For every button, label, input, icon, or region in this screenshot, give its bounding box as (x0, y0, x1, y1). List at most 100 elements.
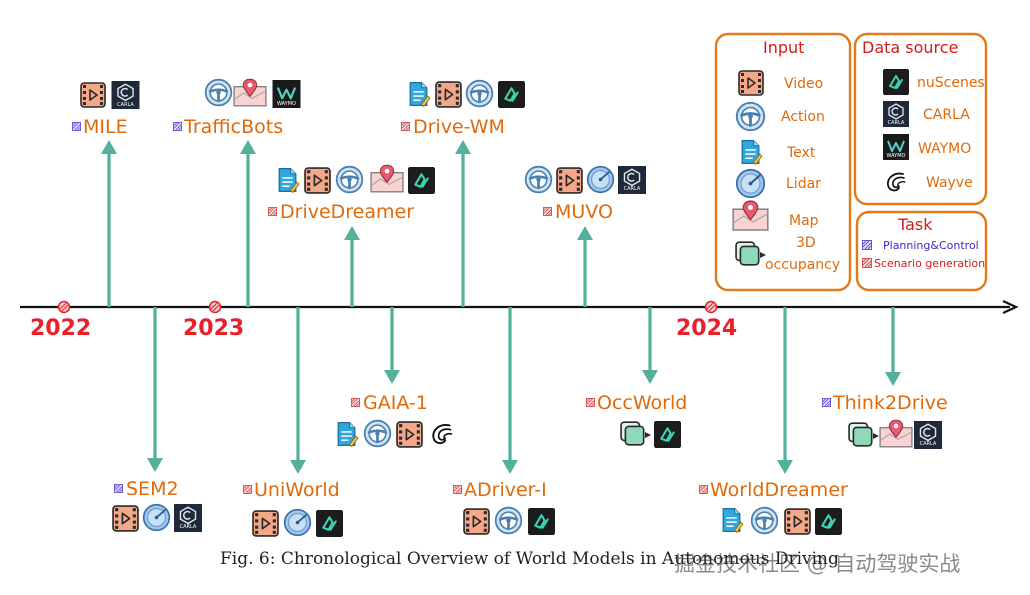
action-icon (465, 79, 494, 108)
wayve-icon (432, 423, 453, 445)
legend-scenario-label: Scenario generation (874, 257, 985, 270)
video-icon (396, 421, 423, 448)
video-icon (304, 167, 331, 194)
model-label-occworld: OccWorld (597, 392, 687, 414)
video-icon (80, 82, 106, 108)
model-label-muvo: MUVO (555, 201, 613, 223)
video-icon (463, 508, 490, 535)
scenario-generation-tag-icon (351, 398, 360, 407)
legend-input: Input Video Action Text Lidar Map 3D occ… (714, 32, 852, 292)
text-icon (278, 167, 300, 194)
legend-task: Task Planning&Control Scenario generatio… (855, 210, 988, 292)
legend-planning-label: Planning&Control (883, 239, 979, 252)
arrows-up (101, 140, 593, 307)
planning-control-tag-icon (72, 122, 81, 131)
year-marker-2022 (57, 300, 71, 314)
legend-nuscenes-label: nuScenes (917, 75, 985, 91)
waymo-icon-label: WAYMO (277, 101, 296, 107)
model-label-gaia-1: GAIA-1 (363, 392, 428, 414)
model-label-drivedreamer: DriveDreamer (280, 201, 414, 223)
scenario-generation-tag-icon (543, 207, 552, 216)
arrows-down (147, 307, 901, 474)
timeline-arrowhead (1002, 300, 1019, 314)
video-icon (738, 70, 764, 96)
occupancy-icon (620, 421, 645, 446)
legend-waymo-label: WAYMO (918, 141, 971, 157)
legend-source-title: Data source (862, 38, 958, 57)
nuscenes-icon (408, 167, 435, 194)
lidar-icon (586, 165, 615, 194)
legend-occupancy-label: occupancy (765, 257, 840, 273)
scenario-generation-tag-icon (268, 207, 277, 216)
action-icon (750, 506, 779, 535)
scenario-generation-tag-icon (243, 485, 252, 494)
model-label-trafficbots: TrafficBots (183, 116, 283, 138)
year-label-2022: 2022 (30, 316, 91, 341)
legend-data-source: Data source nuScenes CARLA CARLA WAYMO W… (853, 32, 988, 206)
lidar-icon (142, 503, 171, 532)
legend-action-label: Action (781, 109, 825, 125)
nuscenes-icon (498, 81, 525, 108)
model-label-sem2: SEM2 (126, 478, 179, 500)
year-marker-2024 (704, 300, 718, 314)
model-label-adriver-i: ADriver-I (464, 479, 547, 501)
video-icon (556, 167, 583, 194)
model-label-think2drive: Think2Drive (832, 392, 948, 414)
waymo-icon-label: WAYMO (886, 153, 905, 159)
carla-icon-label: CARLA (624, 186, 641, 192)
map-icon (879, 419, 913, 448)
action-icon (524, 165, 553, 194)
watermark: 掘金技术社区 @ 自动驾驶实战 (674, 552, 961, 576)
legend-wayve-label: Wayve (926, 175, 973, 191)
year-marker-2023 (208, 300, 222, 314)
action-icon (204, 78, 233, 107)
action-icon (335, 165, 364, 194)
nuscenes-icon (316, 510, 343, 537)
video-icon (784, 508, 811, 535)
occupancy-pointer (645, 432, 651, 438)
lidar-icon (283, 508, 312, 537)
model-label-uniworld: UniWorld (254, 479, 340, 501)
nuscenes-icon (883, 69, 909, 95)
legend-lidar-label: Lidar (786, 176, 821, 192)
legend-task-title: Task (897, 215, 933, 234)
figure-caption: Fig. 6: Chronological Overview of World … (220, 549, 839, 569)
legend-video-label: Video (784, 76, 823, 92)
model-label-worlddreamer: WorldDreamer (710, 479, 848, 501)
carla-icon-label: CARLA (180, 524, 197, 530)
year-label-2023: 2023 (183, 316, 244, 341)
nuscenes-icon (815, 508, 842, 535)
carla-icon-label: CARLA (920, 441, 937, 447)
text-icon (409, 81, 431, 108)
video-icon (252, 510, 279, 537)
legend-3d-label: 3D (796, 235, 816, 251)
scenario-generation-tag-icon (401, 122, 410, 131)
map-icon (233, 78, 267, 107)
occupancy-pointer (873, 433, 879, 439)
planning-control-tag-icon (822, 398, 831, 407)
legend-input-title: Input (763, 38, 804, 57)
scenario-generation-tag-icon (699, 485, 708, 494)
action-icon (735, 101, 766, 132)
scenario-generation-tag-icon (453, 485, 462, 494)
action-icon (363, 419, 392, 448)
model-label-drive-wm: Drive-WM (413, 116, 505, 138)
year-label-2024: 2024 (676, 316, 737, 341)
lidar-icon (735, 168, 766, 199)
legend-text-label: Text (786, 145, 816, 161)
legend-map-label: Map (789, 213, 819, 229)
carla-icon-label: CARLA (117, 102, 134, 108)
scenario-generation-tag-icon (586, 398, 595, 407)
scenario-generation-tag-icon (862, 258, 872, 268)
occupancy-pointer (760, 252, 766, 258)
video-icon (435, 81, 462, 108)
map-icon (370, 164, 404, 193)
planning-control-tag-icon (173, 122, 182, 131)
nuscenes-icon (654, 421, 681, 448)
occupancy-icon (848, 422, 873, 447)
legend-carla-label: CARLA (923, 107, 970, 123)
nuscenes-icon (528, 508, 555, 535)
text-icon (337, 421, 359, 448)
video-icon (112, 505, 139, 532)
carla-icon-label: CARLA (888, 120, 905, 126)
